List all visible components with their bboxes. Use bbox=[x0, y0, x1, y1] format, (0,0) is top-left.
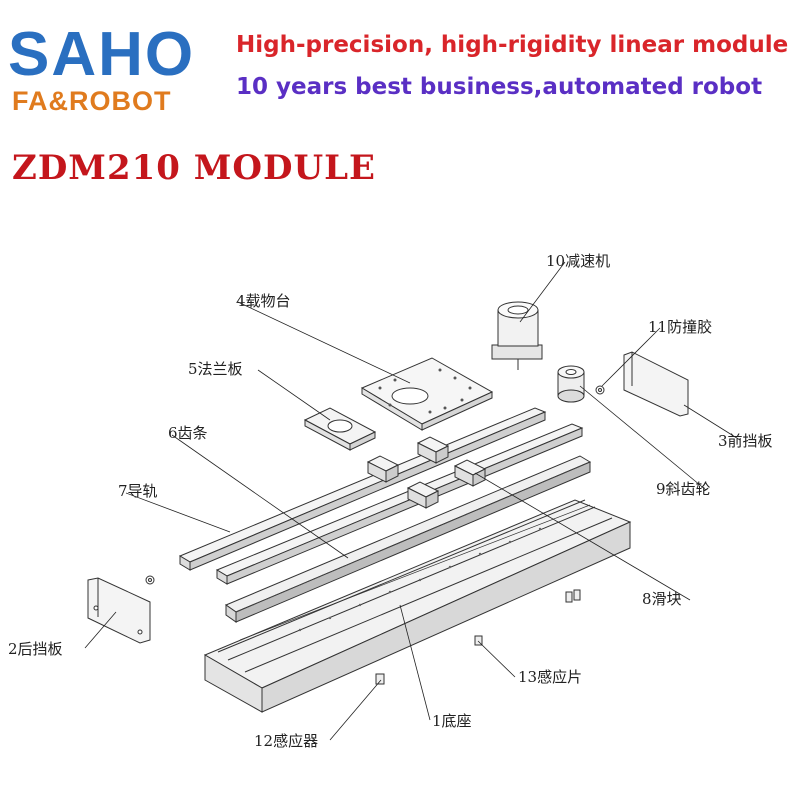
label-base: 1底座 bbox=[432, 712, 472, 730]
label-sensor-tab: 13感应片 bbox=[518, 668, 582, 686]
label-rear-plate: 2后挡板 bbox=[8, 640, 63, 658]
label-reducer: 10减速机 bbox=[546, 252, 610, 270]
label-rack: 6齿条 bbox=[168, 424, 208, 442]
brand-name: SAHO bbox=[8, 20, 196, 89]
guide-rail-part bbox=[178, 407, 584, 585]
helical-gear-part bbox=[557, 365, 585, 403]
label-front-plate: 3前挡板 bbox=[718, 432, 773, 450]
label-slider: 8滑块 bbox=[642, 590, 682, 608]
tagline-precision: High-precision, high-rigidity linear mod… bbox=[236, 32, 789, 58]
sensor-tab-part bbox=[474, 589, 581, 646]
front-plate-part bbox=[595, 351, 689, 417]
rack-part bbox=[224, 455, 592, 623]
brand-logo: SAHO FA&ROBOT bbox=[8, 22, 233, 122]
label-guide-rail: 7导轨 bbox=[118, 482, 158, 500]
flange-part bbox=[303, 407, 377, 451]
label-sensor: 12感应器 bbox=[254, 732, 318, 750]
label-bumper: 11防撞胶 bbox=[648, 318, 712, 336]
brand-subname: FA&ROBOT bbox=[12, 86, 172, 116]
carriage-part bbox=[360, 357, 494, 431]
rear-plate-part bbox=[87, 575, 155, 644]
part-labels: 1底座 2后挡板 3前挡板 4载物台 5法兰板 6齿条 7导轨 8滑块 9斜齿轮… bbox=[8, 252, 773, 750]
sensor-part bbox=[375, 673, 385, 685]
label-carriage: 4载物台 bbox=[236, 292, 291, 310]
base-part bbox=[203, 499, 632, 713]
label-flange: 5法兰板 bbox=[188, 360, 243, 378]
leader-lines bbox=[84, 261, 741, 741]
label-helical-gear: 9斜齿轮 bbox=[656, 480, 711, 498]
tagline-business: 10 years best business,automated robot bbox=[236, 74, 763, 100]
reducer-part bbox=[491, 301, 543, 370]
slider-part bbox=[366, 436, 487, 509]
model-title: ZDM210 MODULE bbox=[12, 148, 376, 188]
